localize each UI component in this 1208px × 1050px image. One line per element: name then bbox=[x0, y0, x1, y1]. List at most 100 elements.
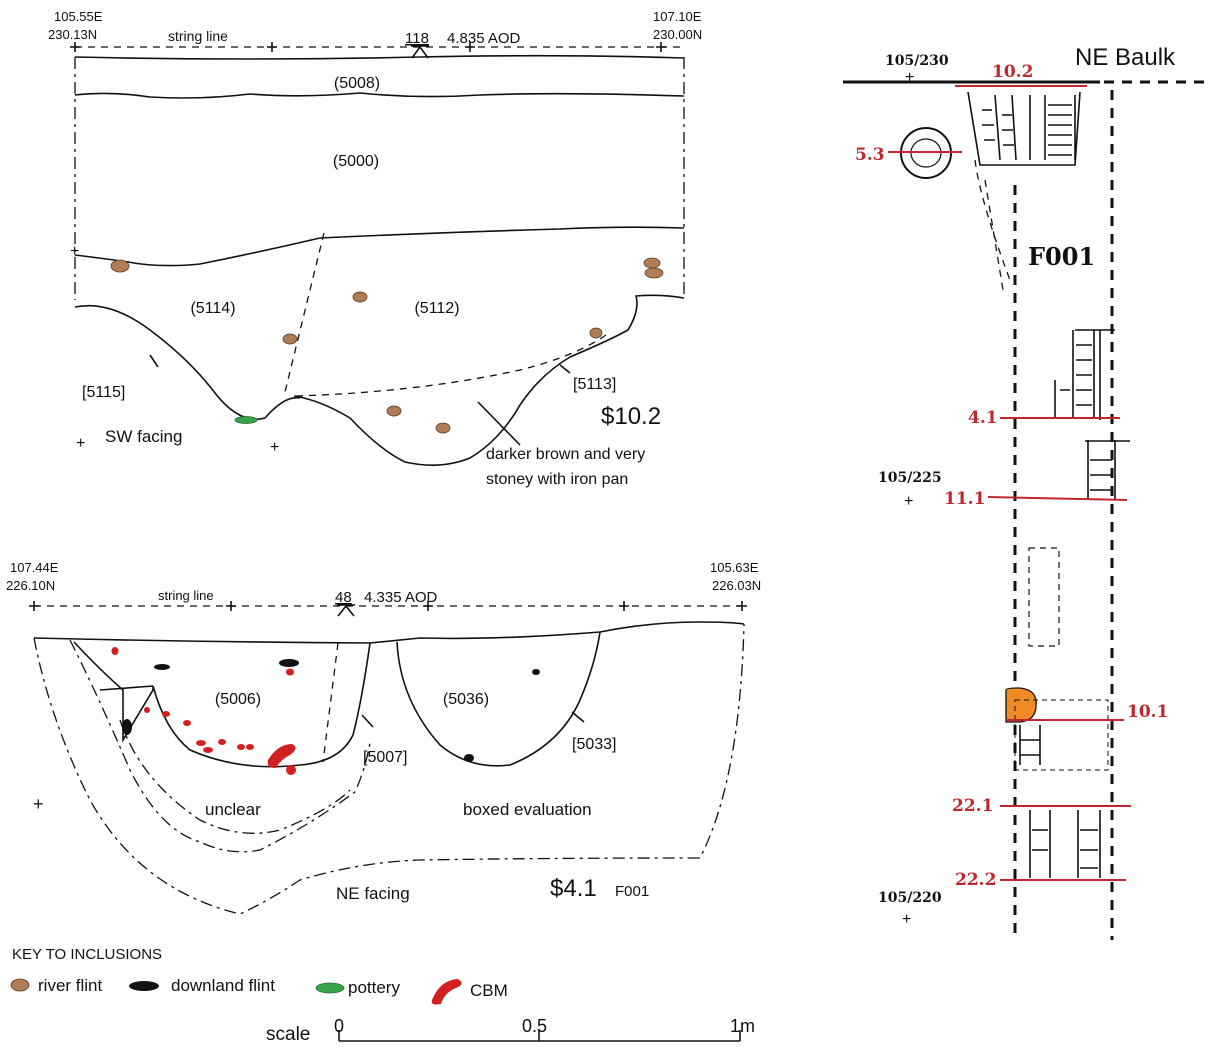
slot-outline bbox=[967, 91, 1081, 166]
section-top: 105.55E 230.13N 107.10E 230.00N string l… bbox=[48, 9, 702, 488]
top-right-northing: 230.00N bbox=[653, 27, 702, 42]
section-bottom: 107.44E 226.10N 105.63E 226.03N string l… bbox=[6, 560, 761, 915]
cbm-inclusion bbox=[144, 707, 150, 713]
cbm-inclusion bbox=[237, 744, 245, 750]
section-line-11-1 bbox=[987, 496, 1128, 501]
top-layer-boundary-5000 bbox=[74, 226, 685, 267]
top-boundary-5112-5113 bbox=[295, 331, 611, 397]
top-section-id: $10.2 bbox=[601, 403, 661, 430]
top-string-line-label: string line bbox=[168, 28, 228, 44]
bottom-inner-boundary bbox=[119, 719, 351, 834]
key-downland-flint: downland flint bbox=[171, 976, 275, 995]
top-layer-boundary-5008 bbox=[74, 92, 685, 99]
river-flint-inclusion bbox=[643, 257, 661, 269]
cbm-inclusion bbox=[246, 744, 254, 750]
pottery-inclusion bbox=[234, 416, 258, 424]
grid-plus: + bbox=[904, 493, 913, 510]
context-5006: (5006) bbox=[215, 691, 261, 708]
section-marker-22-1: 22.1 bbox=[952, 796, 993, 816]
bottom-right-easting: 105.63E bbox=[710, 560, 759, 575]
slot-segment-hachures bbox=[1029, 810, 1101, 878]
top-cut-5113 bbox=[293, 294, 685, 466]
bottom-string-line-label: string line bbox=[158, 588, 214, 603]
cbm-inclusion bbox=[203, 747, 213, 753]
cut-5115-label: [5115] bbox=[82, 384, 125, 401]
section-marker-5-3: 5.3 bbox=[855, 145, 885, 165]
top-note-line1: darker brown and very bbox=[486, 446, 645, 463]
downland-flint-inclusion bbox=[532, 669, 540, 675]
river-flint-inclusion bbox=[110, 259, 130, 273]
top-string-ticks bbox=[70, 42, 666, 52]
bottom-cut-5033 bbox=[396, 631, 601, 767]
trench-splay-line bbox=[974, 159, 1011, 281]
grid-105-230: 105/230 bbox=[885, 53, 949, 69]
section-marker-10-1: 10.1 bbox=[1127, 702, 1168, 722]
cbm-inclusion bbox=[111, 647, 119, 655]
slot-hachure-ticks bbox=[982, 104, 1072, 156]
trench-plan: NE Baulk 105/230 + F001 105/225 + 105/22… bbox=[843, 44, 1208, 940]
top-note-line2: stoney with iron pan bbox=[486, 471, 628, 488]
bottom-datum-symbol bbox=[337, 604, 355, 617]
bottom-right-northing: 226.03N bbox=[712, 578, 761, 593]
slot-segment-hachures bbox=[1019, 725, 1041, 765]
section-marker-22-2: 22.2 bbox=[955, 870, 996, 890]
top-right-easting: 107.10E bbox=[653, 9, 702, 24]
scale-tick-1m: 1m bbox=[730, 1016, 755, 1036]
cut-5033-label: [5033] bbox=[572, 736, 616, 753]
grid-plus: + bbox=[902, 911, 911, 928]
plan-feature-label: F001 bbox=[1028, 242, 1095, 271]
river-flint-inclusion bbox=[352, 291, 368, 303]
scale-line bbox=[338, 1030, 741, 1042]
bottom-left-northing: 226.10N bbox=[6, 578, 55, 593]
top-datum-number: 118 bbox=[405, 30, 429, 47]
top-ground-surface bbox=[74, 54, 685, 60]
bottom-section-id: $4.1 bbox=[550, 875, 597, 902]
ne-baulk-label: NE Baulk bbox=[1075, 44, 1176, 71]
river-flint-inclusion bbox=[386, 405, 402, 417]
top-grid-plus: + bbox=[270, 439, 279, 456]
bottom-datum-aod: 4.335 AOD bbox=[364, 589, 438, 606]
top-grid-plus: + bbox=[70, 243, 79, 260]
key-pottery: pottery bbox=[348, 978, 400, 997]
cbm-inclusion bbox=[196, 740, 206, 746]
top-boundary-5114-5112 bbox=[283, 232, 325, 397]
context-5114: (5114) bbox=[190, 300, 235, 317]
top-datum-aod: 4.835 AOD bbox=[447, 30, 521, 47]
scale-label: scale bbox=[266, 1024, 310, 1045]
downland-flint-inclusion bbox=[279, 659, 299, 667]
river-flint-inclusion bbox=[644, 267, 664, 279]
bottom-left-easting: 107.44E bbox=[10, 560, 59, 575]
bottom-cut-5033-leader bbox=[571, 711, 585, 723]
bottom-cut-5007 bbox=[73, 641, 371, 768]
key-river-flint: river flint bbox=[38, 976, 103, 995]
slot-segment-hachures bbox=[1085, 440, 1130, 500]
top-cut-5115-leader bbox=[149, 354, 159, 368]
context-5008: (5008) bbox=[334, 75, 380, 92]
section-marker-4-1: 4.1 bbox=[968, 408, 998, 428]
cbm-inclusion bbox=[267, 744, 296, 768]
top-cut-5115 bbox=[74, 304, 301, 420]
section-marker-11-1: 11.1 bbox=[944, 489, 985, 509]
bottom-feature-label: F001 bbox=[615, 883, 649, 900]
top-left-easting: 105.55E bbox=[54, 9, 103, 24]
river-flint-key-icon bbox=[10, 978, 30, 992]
river-flint-inclusion bbox=[282, 333, 298, 345]
cbm-inclusion bbox=[286, 668, 294, 676]
pottery-key-icon bbox=[315, 982, 345, 994]
scale-tick-half: 0.5 bbox=[522, 1016, 547, 1036]
bottom-grid-plus: + bbox=[33, 794, 44, 814]
grid-plus: + bbox=[905, 69, 914, 86]
context-5112: (5112) bbox=[414, 300, 459, 317]
scale-tick-0: 0 bbox=[334, 1016, 344, 1036]
bottom-string-ticks bbox=[29, 601, 747, 611]
slot-segment-hachures bbox=[1054, 329, 1115, 420]
top-grid-plus: + bbox=[76, 435, 85, 452]
trench-splay-line bbox=[984, 179, 1004, 291]
grid-105-225: 105/225 bbox=[878, 470, 942, 486]
river-flint-inclusion bbox=[435, 422, 451, 434]
downland-flint-inclusion bbox=[122, 719, 132, 735]
section-marker-10-2: 10.2 bbox=[992, 62, 1033, 82]
context-5000: (5000) bbox=[333, 153, 379, 170]
downland-flint-inclusion bbox=[154, 664, 170, 670]
